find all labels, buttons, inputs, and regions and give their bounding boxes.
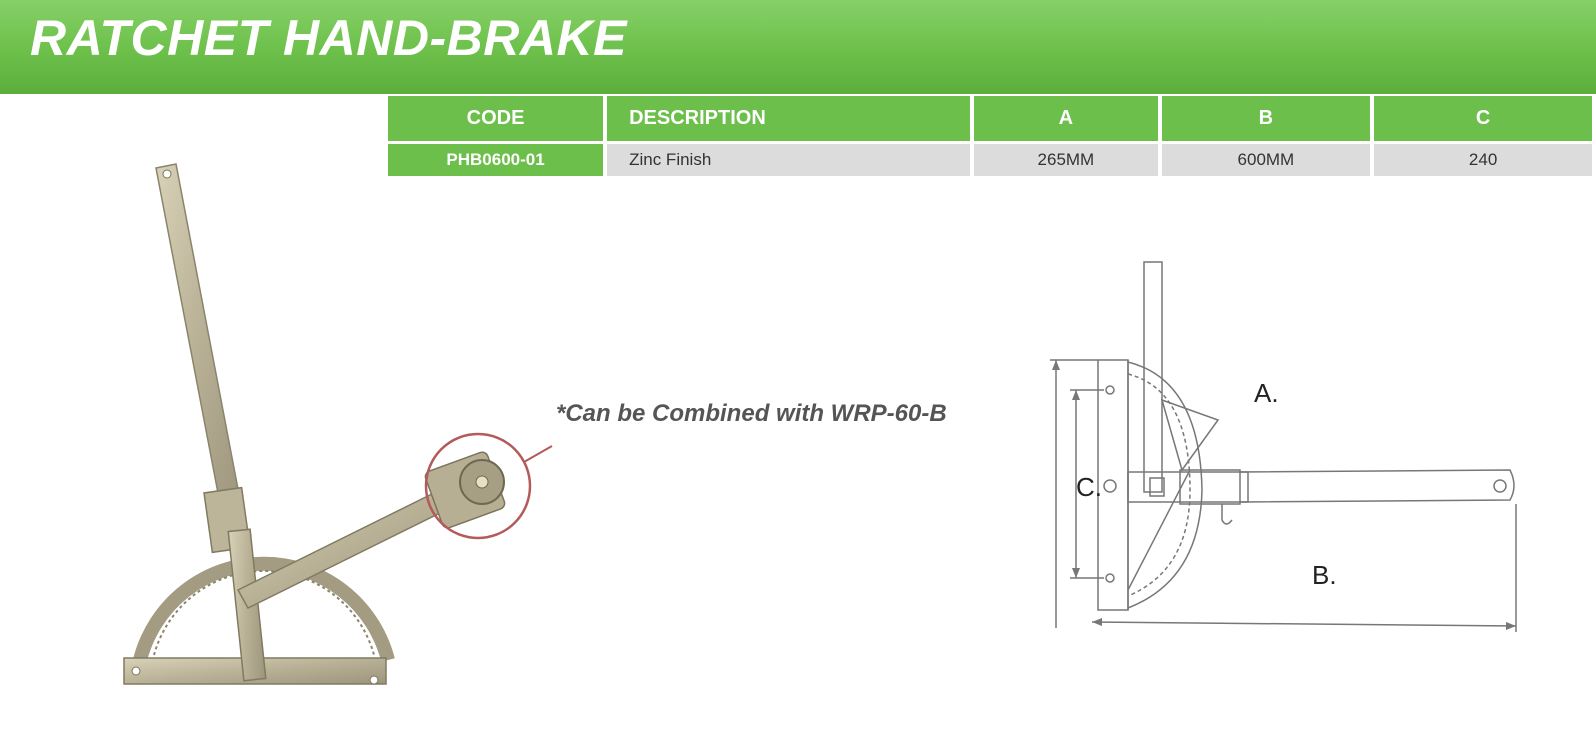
dimension-label-b: B.: [1312, 560, 1337, 590]
cell-c: 240: [1374, 144, 1592, 176]
compatibility-note: *Can be Combined with WRP-60-B: [556, 400, 947, 427]
spec-table: CODE DESCRIPTION A B C PHB0600-01 Zinc F…: [384, 93, 1596, 179]
table-header-row: CODE DESCRIPTION A B C: [388, 96, 1592, 141]
dimension-label-c: C.: [1076, 472, 1102, 502]
cell-code: PHB0600-01: [388, 144, 604, 176]
product-photo: [123, 163, 553, 685]
cell-b: 600MM: [1161, 144, 1371, 176]
cell-description: Zinc Finish: [607, 144, 971, 176]
dimension-diagram: [1050, 261, 1517, 632]
dimension-label-a: A.: [1254, 378, 1279, 408]
column-header-c: C: [1374, 96, 1592, 141]
column-header-a: A: [974, 96, 1158, 141]
header-banner: RATCHET HAND-BRAKE: [0, 0, 1596, 94]
page-title: RATCHET HAND-BRAKE: [30, 10, 627, 66]
table-row: PHB0600-01 Zinc Finish 265MM 600MM 240: [388, 144, 1592, 176]
column-header-code: CODE: [388, 96, 604, 141]
column-header-description: DESCRIPTION: [607, 96, 971, 141]
column-header-b: B: [1161, 96, 1371, 141]
cell-a: 265MM: [974, 144, 1158, 176]
